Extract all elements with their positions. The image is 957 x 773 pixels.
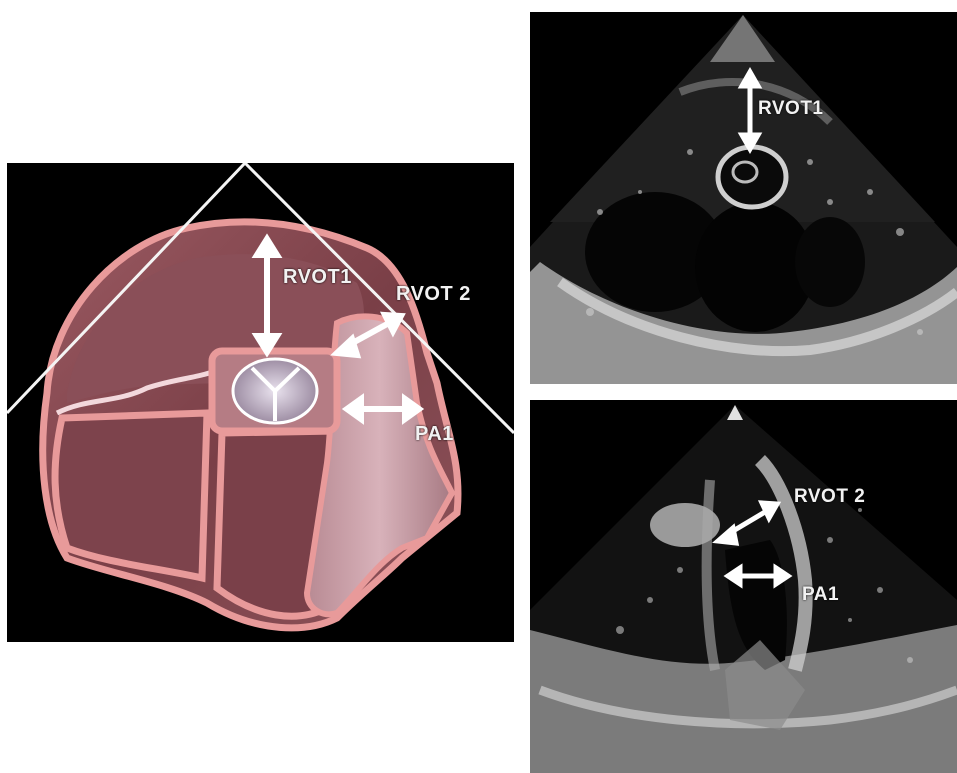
pa1-label: PA1 <box>415 423 454 446</box>
echo-rvot-pa-panel: RVOT 2 PA1 <box>530 400 957 773</box>
echo-rvot2-label: RVOT 2 <box>794 486 865 508</box>
echo-rvot1-label: RVOT1 <box>758 98 824 120</box>
left-chamber <box>55 413 207 578</box>
rvot1-label: RVOT1 <box>283 266 352 289</box>
echo-pa1-label: PA1 <box>802 584 839 606</box>
heart-cross-section-illustration <box>7 163 514 642</box>
echo-image-top <box>530 12 957 384</box>
echo-parasternal-short-axis-panel: RVOT1 <box>530 12 957 384</box>
echo-image-bottom <box>530 400 957 773</box>
aortic-valve <box>233 359 317 423</box>
rvot2-label: RVOT 2 <box>396 283 471 306</box>
anatomy-illustration-panel: RVOT1 RVOT 2 PA1 <box>7 163 514 642</box>
